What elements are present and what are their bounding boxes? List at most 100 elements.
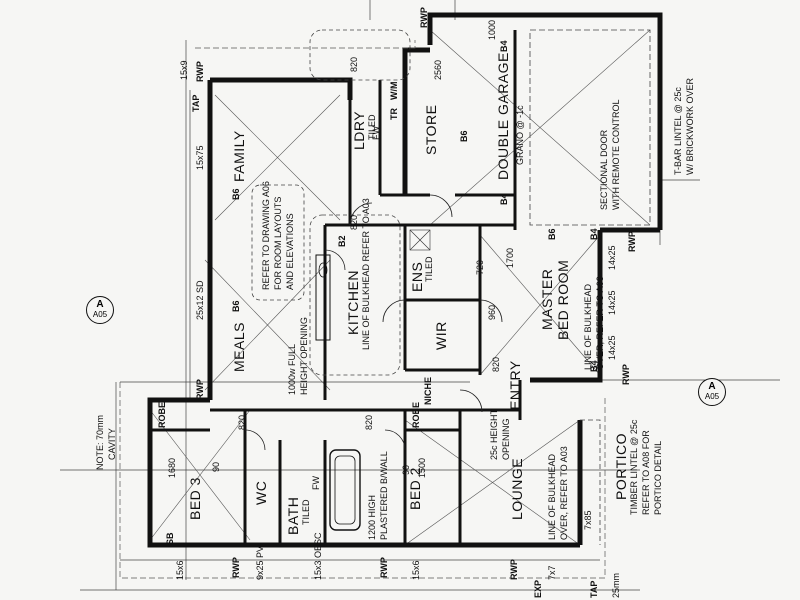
- island-bench: [315, 254, 331, 341]
- dim-1500: 1500: [417, 457, 427, 478]
- wir-label: WIR: [433, 321, 449, 350]
- cavity-note-line1: NOTE: 70mm: [95, 414, 105, 470]
- dim-960: 960: [487, 304, 497, 320]
- ens-tiles: [409, 229, 431, 251]
- rwp-label-5: RWP: [419, 7, 429, 28]
- dim-15x6-bed2: 15x6: [411, 560, 421, 580]
- dim-90: 90: [211, 461, 221, 472]
- laundry-label: LDRY: [351, 110, 367, 150]
- rwp-label-4: RWP: [621, 364, 631, 385]
- eave-line-top: [195, 40, 416, 49]
- garage-door-outline: [529, 29, 651, 226]
- dimension-lines: [60, 0, 780, 591]
- dim-14x25-c: 14x25: [607, 335, 617, 360]
- rwp-label-1: RWP: [195, 61, 205, 82]
- garage-level-note: GRANO @ -1c: [515, 105, 525, 165]
- niche-label: NICHE: [423, 376, 433, 405]
- robe-label-bed2: ROBE: [411, 401, 421, 428]
- kitchen-bulkhead-note: LINE OF BULKHEAD REFER TO A03: [361, 198, 371, 350]
- meals-label: MEALS: [231, 322, 247, 372]
- lounge-label: LOUNGE: [509, 457, 525, 520]
- exp-label: EXP: [533, 579, 543, 598]
- dim-90-bed2: 90: [401, 464, 411, 475]
- b4-label-3: B4: [589, 228, 599, 240]
- plastered-wall-note-line2: PLASTERED B/WALL: [379, 451, 389, 540]
- sectional-door-note-line2: WITH REMOTE CONTROL: [611, 99, 621, 211]
- dim-15x9: 15x9: [179, 60, 189, 80]
- internal-walls: [150, 30, 522, 545]
- b6-label-2: B6: [231, 300, 241, 312]
- b6-label-4: B6: [547, 228, 557, 240]
- dim-820-entry: 820: [491, 356, 501, 372]
- bath-label: BATH: [285, 496, 301, 535]
- sectional-door-note-line1: SECTIONAL DOOR: [599, 129, 609, 210]
- b2-label: B2: [337, 235, 347, 247]
- section-marker-right: A A05: [698, 378, 726, 406]
- kitchen-label: KITCHEN: [345, 270, 361, 335]
- fw-label-bath: FW: [311, 476, 321, 490]
- dim-25x12: 25x12 SD: [195, 280, 205, 320]
- master-bulkhead-note-line2: OVER, REFER TO A03: [595, 276, 605, 370]
- height-opening-note-line1: 25c HEIGHT: [489, 408, 499, 460]
- b4-label-2: B4: [499, 193, 509, 205]
- bulkhead-box-top: [309, 29, 411, 81]
- height-opening-note-line2: OPENING: [501, 418, 511, 460]
- dim-2560: 2560: [433, 59, 443, 80]
- b6-label-3: B6: [459, 130, 469, 142]
- rwp-label-3: RWP: [627, 231, 637, 252]
- bathtub-inner: [334, 455, 356, 525]
- ensuite-tiled-note: TILED: [424, 256, 434, 282]
- dim-15x75: 15x75: [195, 145, 205, 170]
- lounge-bulkhead-note-line1: LINE OF BULKHEAD: [547, 453, 557, 540]
- sink-icon: [318, 262, 328, 278]
- dim-1680: 1680: [167, 457, 177, 478]
- roof-lines: [149, 29, 651, 546]
- bath-tiled-note: TILED: [301, 499, 311, 525]
- tbar-lintel-note-line1: T-BAR LINTEL @ 25c: [673, 87, 683, 175]
- tap-label-top: TAP: [191, 94, 201, 112]
- bed3-label: BED 3: [187, 477, 203, 520]
- store-label: STORE: [423, 104, 439, 155]
- double-garage-label: DOUBLE GARAGE: [495, 52, 511, 180]
- dim-14x25-a: 14x25: [607, 245, 617, 270]
- lounge-bulkhead-note-line2: OVER, REFER TO A03: [559, 446, 569, 540]
- rwp-label-7: RWP: [379, 557, 389, 578]
- rwp-label-8: RWP: [509, 559, 519, 580]
- tap-label-bottom: TAP: [589, 580, 599, 598]
- dim-15x3: 15x3 OBSC: [313, 532, 323, 580]
- dim-820-bath: 820: [364, 414, 374, 430]
- dim-14x25-b: 14x25: [607, 290, 617, 315]
- section-marker-letter: A: [96, 299, 104, 310]
- dim-1000: 1000: [487, 19, 497, 40]
- rwp-label-6: RWP: [231, 557, 241, 578]
- portico-lintel-note-line1: TIMBER LINTEL @ 25c: [629, 419, 639, 515]
- rwp-label-2: RWP: [195, 379, 205, 400]
- portico-lintel-note-line3: PORTICO DETAIL: [653, 440, 663, 515]
- robe-label-bed3: ROBE: [157, 401, 167, 428]
- portico-label: PORTICO: [613, 432, 629, 500]
- refer-note-box: [251, 184, 305, 301]
- master-label: MASTER: [539, 268, 555, 330]
- ensuite-label: ENS: [409, 261, 425, 292]
- dim-9x25: 9x25 PV: [255, 545, 265, 580]
- plastered-wall-note-line1: 1200 HIGH: [367, 494, 377, 540]
- dim-1700: 1700: [505, 247, 515, 268]
- portico-outline: [580, 419, 601, 545]
- cavity-note-line2: CAVITY: [107, 428, 117, 460]
- section-marker-ref: A05: [704, 392, 720, 401]
- sb-label: SB: [165, 532, 175, 545]
- dim-720: 720: [475, 259, 485, 275]
- full-height-note-line1: 1000w FULL: [287, 343, 297, 395]
- section-marker-ref: A05: [92, 310, 108, 319]
- dim-7x85: 7x85: [583, 510, 593, 530]
- fw-label-ldry: FW: [371, 126, 381, 140]
- refer-note-line2: FOR ROOM LAYOUTS: [273, 196, 283, 290]
- wc-label: WC: [253, 480, 269, 505]
- b4-label-4: B4: [589, 360, 599, 372]
- b4-label-1: B4: [499, 40, 509, 52]
- dim-15x6-bed3: 15x6: [175, 560, 185, 580]
- master-bedroom-label: BED ROOM: [555, 259, 571, 340]
- section-marker-letter: A: [708, 381, 716, 392]
- full-height-note-line2: HEIGHT OPENING: [299, 317, 309, 395]
